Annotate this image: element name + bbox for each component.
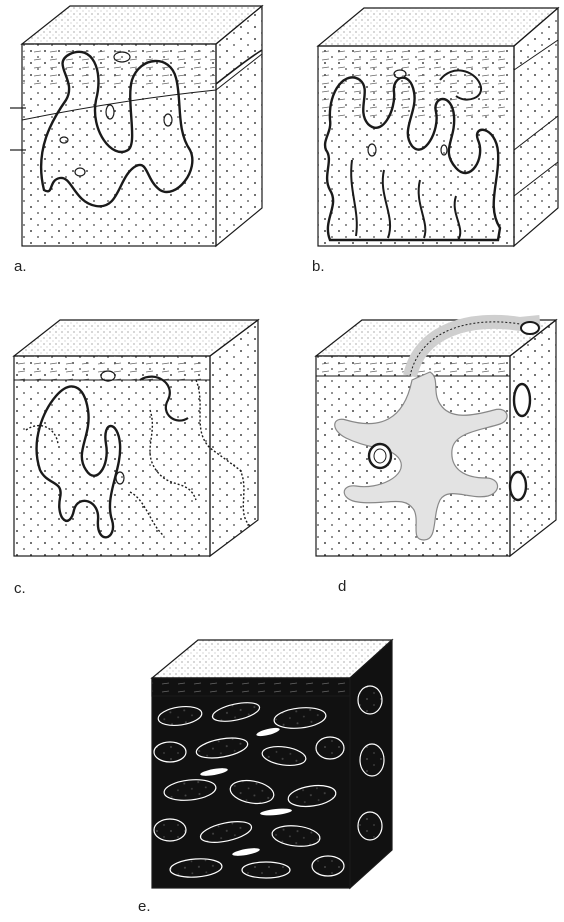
panel-label-e: e. xyxy=(138,898,151,915)
block-diagram-a xyxy=(10,6,262,246)
panel-label-a: a. xyxy=(14,258,27,275)
root-cross-section xyxy=(369,444,391,468)
panel-label-b: b. xyxy=(312,258,325,275)
block-diagram-b xyxy=(318,8,558,246)
panel-label-d: d xyxy=(338,578,346,595)
block-diagram-c xyxy=(14,320,258,556)
block-a-right-face xyxy=(216,6,262,246)
panel-label-c: c. xyxy=(14,580,26,597)
block-c-right-face xyxy=(210,320,258,556)
root-cross-section xyxy=(510,472,526,500)
block-a-upper-horizon xyxy=(22,44,216,90)
block-diagram-d xyxy=(316,320,556,556)
block-b-right-face xyxy=(514,8,558,246)
block-e-upper-horizon xyxy=(152,678,350,696)
block-b-upper-horizon xyxy=(318,46,514,118)
block-diagram-e xyxy=(152,640,392,888)
block-c-upper-horizon xyxy=(14,356,210,380)
block-d-right-face xyxy=(510,320,556,556)
root-cross-section xyxy=(514,384,530,416)
root-cross-section xyxy=(521,322,539,334)
